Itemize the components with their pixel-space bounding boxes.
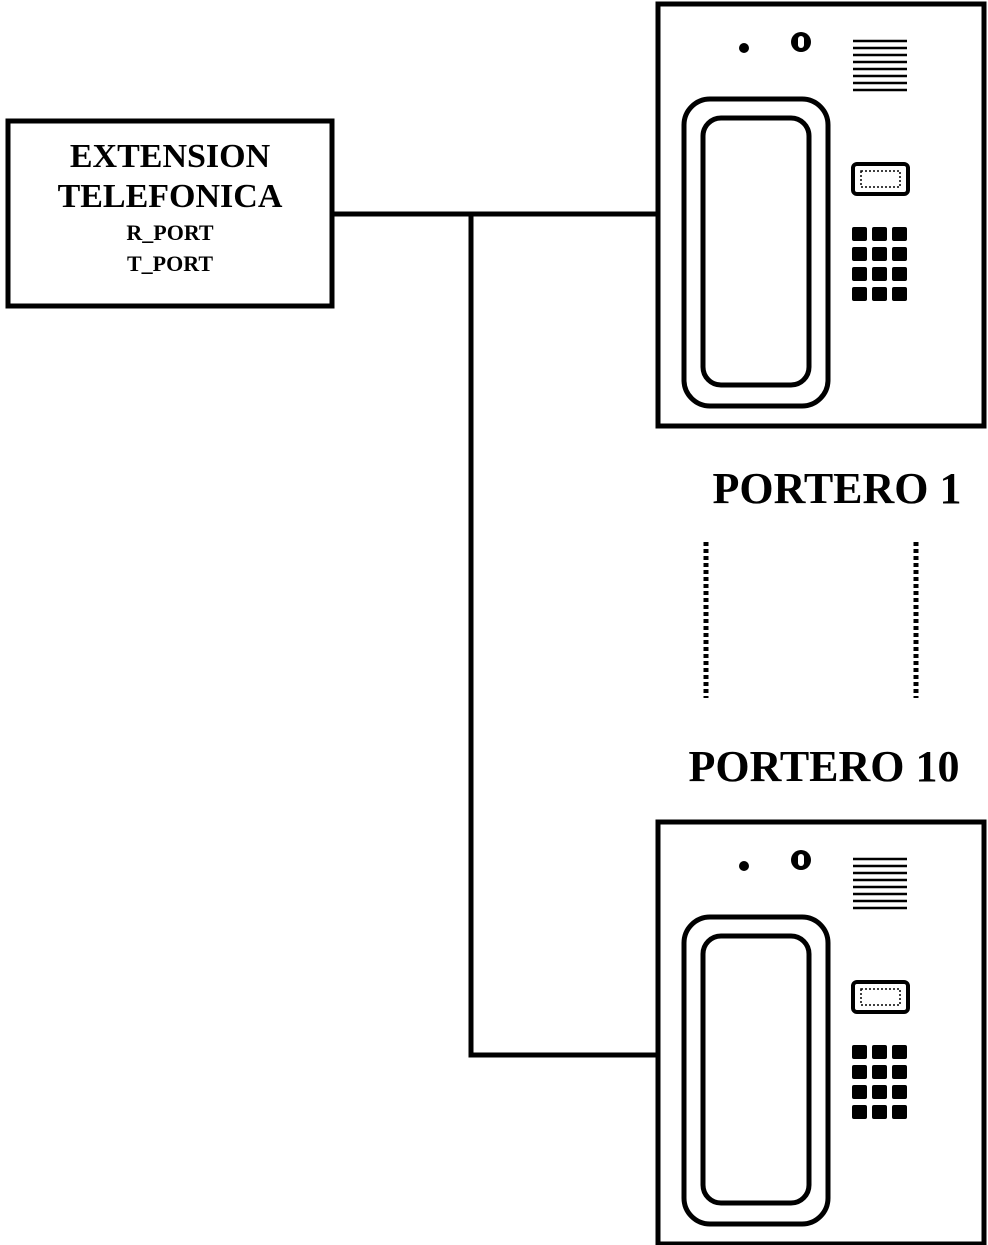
- led-icon: [739, 861, 749, 871]
- card-reader-icon: [851, 980, 910, 1014]
- intercom-panel-1: [655, 1, 987, 429]
- extension-title-line2: TELEFONICA: [58, 178, 283, 215]
- keypad-icon: [852, 227, 907, 301]
- extension-title-line1: EXTENSION: [70, 138, 271, 175]
- handset-window-icon: [681, 96, 831, 409]
- wiring: [332, 211, 658, 1058]
- intercom-panel-10: [655, 819, 987, 1245]
- key-lock-icon: [791, 32, 811, 52]
- keypad-icon: [852, 1045, 907, 1119]
- extension-box: EXTENSION TELEFONICA R_PORT T_PORT: [5, 118, 335, 309]
- speaker-grille-icon: [853, 857, 907, 910]
- key-lock-icon: [791, 850, 811, 870]
- speaker-grille-icon: [853, 39, 907, 92]
- led-icon: [739, 43, 749, 53]
- continuation-dots: [703, 542, 919, 698]
- extension-t-port: T_PORT: [127, 251, 213, 276]
- portero-10-label: PORTERO 10: [688, 742, 959, 791]
- handset-window-icon: [681, 914, 831, 1227]
- extension-r-port: R_PORT: [126, 220, 214, 245]
- portero-1-label: PORTERO 1: [712, 464, 961, 513]
- card-reader-icon: [851, 162, 910, 196]
